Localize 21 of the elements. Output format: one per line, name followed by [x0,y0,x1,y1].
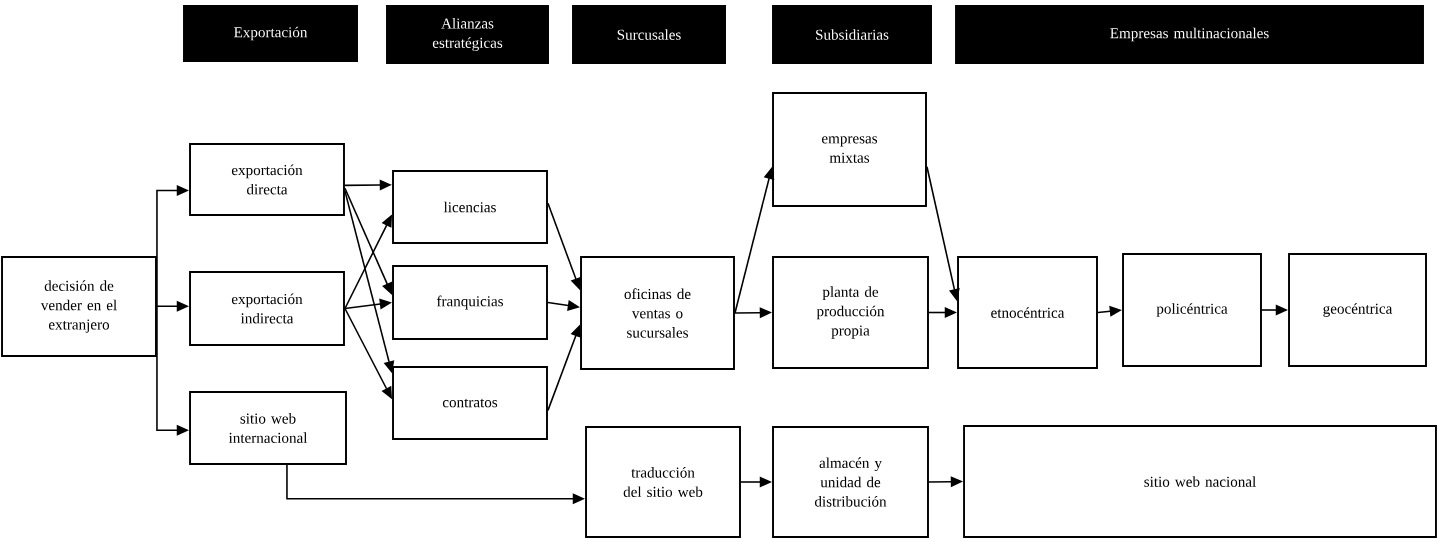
process-box: traducción del sitio web [585,426,741,538]
process-box: empresas mixtas [772,92,927,207]
process-box: almacén y unidad de distribución [772,426,929,538]
process-box: franquicias [392,265,548,340]
column-header: Subsidiarias [772,5,932,64]
process-box: planta de producción propia [772,256,929,369]
process-box: decisión de vender en el extranjero [1,256,157,357]
column-header: Surcusales [572,5,726,64]
process-box: oficinas de ventas o sucursales [580,256,735,370]
process-box: exportación directa [189,143,345,216]
column-header: Alianzas estratégicas [386,5,549,64]
process-box: sitio web nacional [963,425,1437,538]
process-box: sitio web internacional [189,391,347,465]
process-box: contratos [392,366,548,440]
column-header: Empresas multinacionales [955,5,1424,64]
process-box: geocéntrica [1288,253,1427,367]
process-box: exportación indirecta [189,271,345,346]
process-box: policéntrica [1122,253,1262,367]
column-header: Exportación [183,5,358,62]
process-box: etnocéntrica [957,256,1098,369]
process-box: licencias [392,170,548,244]
